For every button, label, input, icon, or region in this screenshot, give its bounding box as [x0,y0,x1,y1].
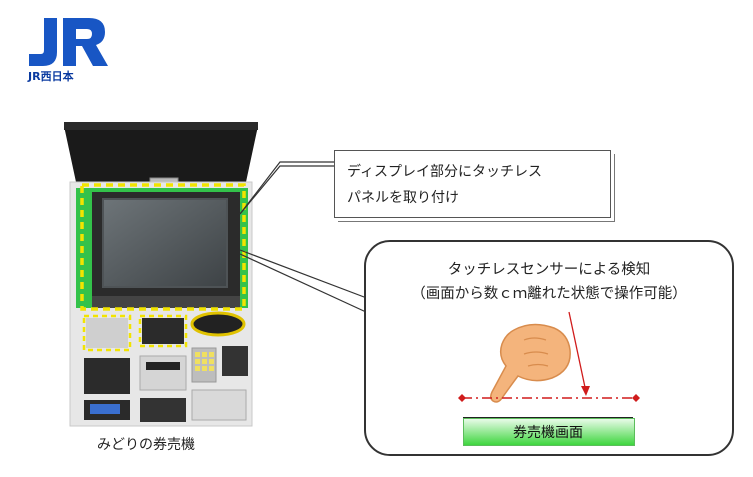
pointing-hand-icon [489,323,571,403]
hand-sensor-illustration [458,311,640,419]
jr-west-logo [29,18,108,66]
logo-subtitle: JR西日本 [28,70,74,83]
callout-line-1: ディスプレイ部分にタッチレス [347,164,543,180]
callout-line-2: パネルを取り付け [347,190,459,206]
sensor-subtitle: （画面から数ｃｍ離れた状態で操作可能） [411,286,687,302]
ticket-screen-label: 券売機画面 [513,425,583,441]
machine-caption: みどりの券売機 [97,437,195,453]
sensor-title: タッチレスセンサーによる検知 [447,262,651,278]
ticket-screen-bar [463,418,635,446]
touchless-panel-callout: ディスプレイ部分にタッチレス パネルを取り付け [334,150,611,218]
ticket-machine-image [64,122,258,427]
